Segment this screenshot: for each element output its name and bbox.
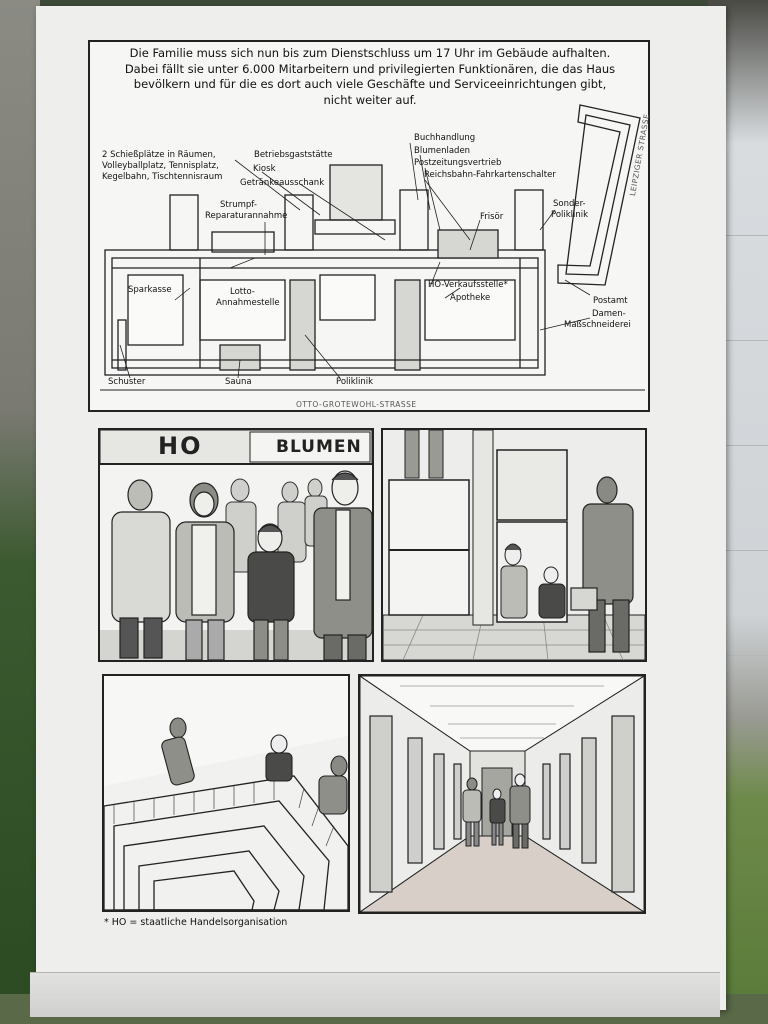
blumen-sign: BLUMEN <box>276 437 362 457</box>
label-sauna: Sauna <box>225 377 252 387</box>
stairwell-illustration <box>104 676 348 910</box>
wall-and-bushes-left <box>0 0 40 1024</box>
label-sparkasse: Sparkasse <box>128 285 172 295</box>
paternoster-illustration <box>383 430 645 660</box>
label-getraenkeausschank: Getränkeausschank <box>240 178 325 188</box>
intro-line: Dabei fällt sie unter 6.000 Mitarbeitern… <box>124 61 616 76</box>
corridor-illustration <box>360 676 644 912</box>
label-sport-3: Kegelbahn, Tischtennisraum <box>102 172 223 182</box>
comic-panel-shops: HO BLUMEN <box>98 428 374 662</box>
label-sonder-1: Sonder- <box>553 199 586 209</box>
label-damen-2: Maßschneiderei <box>564 320 631 330</box>
comic-panel-stairwell <box>102 674 350 912</box>
label-blumenladen: Blumenladen <box>414 146 471 156</box>
map-panel <box>88 40 650 412</box>
shops-illustration <box>100 430 372 660</box>
floor-plan <box>100 104 645 391</box>
label-lotto-2: Annahmestelle <box>216 298 280 308</box>
street-otto-grotewohl: OTTO-GROTEWOHL-STRASSE <box>296 400 417 409</box>
footnote: * HO = staatliche Handelsorganisation <box>104 917 288 928</box>
label-frisoer: Frisör <box>480 212 504 222</box>
label-ho-verkaufsstelle: HO-Verkaufsstelle* <box>428 280 508 290</box>
label-reichsbahn: Reichsbahn-Fahrkartenschalter <box>424 170 556 180</box>
label-postamt: Postamt <box>593 296 628 306</box>
intro-line: bevölkern und für die es dort auch viele… <box>133 77 607 91</box>
label-betriebsgaststaette: Betriebsgaststätte <box>254 150 333 160</box>
label-postzeitungsvertrieb: Postzeitungsvertrieb <box>414 158 502 168</box>
label-apotheke: Apotheke <box>450 293 491 303</box>
label-buchhandlung: Buchhandlung <box>414 133 476 143</box>
label-sonder-2: Poliklinik <box>551 210 589 220</box>
comic-panel-paternoster <box>381 428 647 662</box>
label-sport-1: 2 Schießplätze in Räumen, <box>102 150 216 160</box>
banner-base <box>30 972 720 1017</box>
label-poliklinik: Poliklinik <box>336 377 374 387</box>
label-strumpf-1: Strumpf- <box>220 200 257 210</box>
intro-text: Die Familie muss sich nun bis zum Dienst… <box>110 46 630 108</box>
comic-panel-corridor <box>358 674 646 914</box>
ho-sign: HO <box>158 432 203 460</box>
label-damen-1: Damen- <box>592 309 626 319</box>
label-strumpf-2: Reparaturannahme <box>205 211 288 221</box>
label-schuster: Schuster <box>108 377 146 387</box>
intro-line: nicht weiter auf. <box>323 92 417 107</box>
label-sport-2: Volleyballplatz, Tennisplatz, <box>102 161 219 171</box>
label-kiosk: Kiosk <box>253 164 276 174</box>
label-lotto-1: Lotto- <box>230 287 255 297</box>
intro-line: Die Familie muss sich nun bis zum Dienst… <box>129 46 611 60</box>
